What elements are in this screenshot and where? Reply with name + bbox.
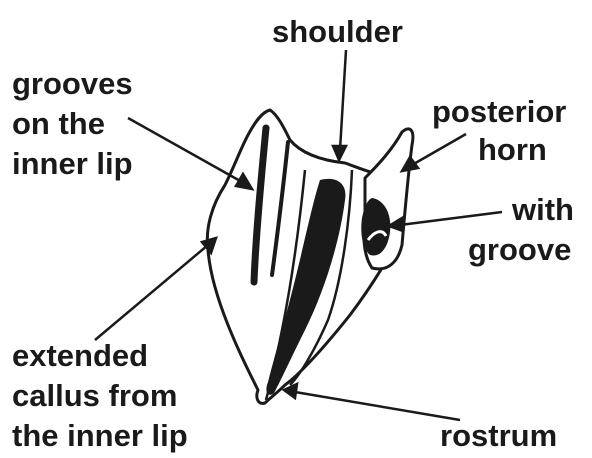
- label-extended-callus-line1: extended: [12, 338, 148, 373]
- label-extended-callus-line3: the inner lip: [12, 418, 188, 453]
- shell-drawing: [207, 110, 413, 403]
- rostrum-arrow: [295, 392, 460, 420]
- label-grooves-line1: grooves: [12, 66, 133, 101]
- label-with-groove-line1: with: [511, 192, 574, 227]
- label-extended-callus-line2: callus from: [12, 378, 177, 413]
- label-with-groove-line2: groove: [468, 232, 571, 267]
- label-posterior-horn-line2: horn: [478, 132, 547, 167]
- with-groove-arrow: [400, 212, 502, 225]
- label-shoulder: shoulder: [272, 14, 403, 49]
- label-rostrum: rostrum: [440, 418, 557, 453]
- label-grooves-line3: inner lip: [12, 146, 133, 181]
- posterior-horn-arrow: [412, 134, 466, 165]
- shoulder-arrowhead: [333, 146, 346, 160]
- label-grooves-line2: on the: [12, 106, 105, 141]
- shoulder-arrow: [340, 50, 346, 150]
- extended-callus-arrow: [95, 245, 208, 340]
- label-posterior-horn-line1: posterior: [432, 94, 566, 129]
- grooves-arrow: [128, 118, 242, 182]
